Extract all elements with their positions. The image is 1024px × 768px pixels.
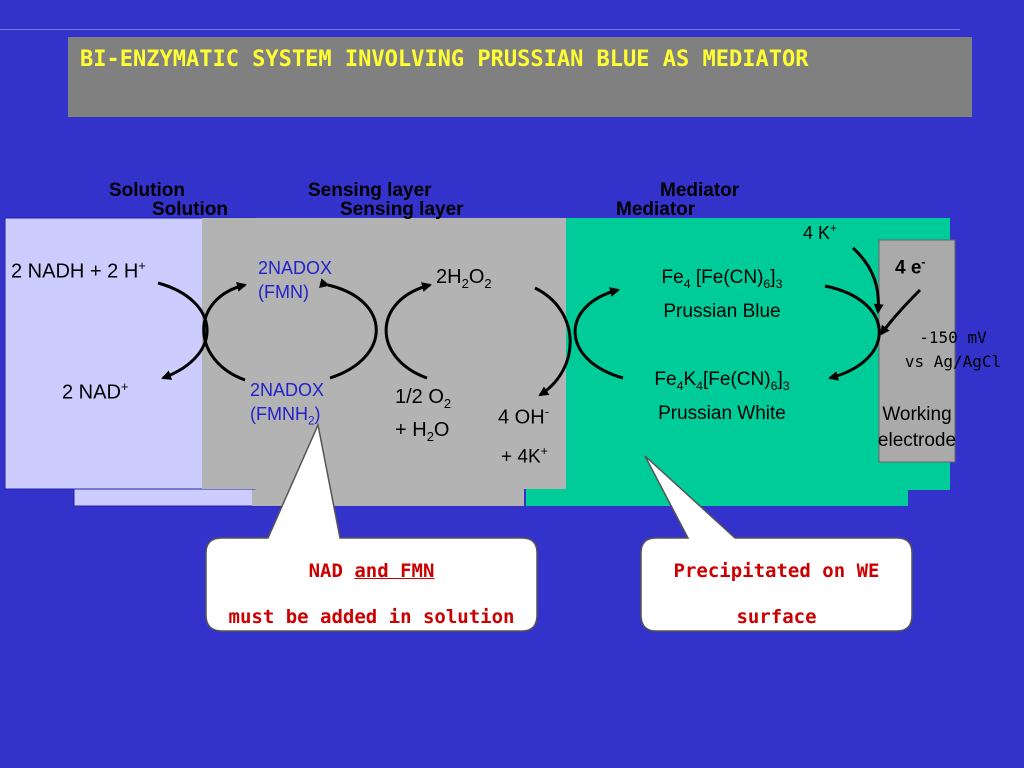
species-prussian-blue: Fe4 [Fe(CN)6]3 Prussian Blue [661,267,783,322]
electrode-panel [878,239,956,463]
species-nadh: 2 NADH + 2 H+ [11,258,146,283]
arrow-fmn-to-fmnh2 [319,278,378,380]
title-box [68,37,972,117]
species-k-plus: + 4K+ [501,444,548,468]
arrow-pb-to-pw [824,284,881,381]
sensing-panel [202,218,566,489]
species-oh: 4 OH- [498,404,550,429]
arrow-o2-to-h2o2 [384,282,432,380]
header-solution-shadow: Solution [152,199,228,220]
species-prussian-white: Fe4K4[Fe(CN)6]3 Prussian White [654,369,790,424]
species-nadox-fmn: 2NADOX(FMN) [258,258,333,302]
species-nadox-fmnh2: 2NADOX(FMNH2) [250,380,325,428]
species-o2-h2o: 1/2 O2+ H2O [395,386,452,444]
electrons-4e: 4 e- [895,255,926,279]
header-solution: Solution [109,180,185,201]
species-nad: 2 NAD+ [62,379,129,404]
species-4k: 4 K+ [803,222,837,243]
arrow-nadh-to-nad [157,281,209,380]
header-sensing-layer-shadow: Sensing layer [340,199,464,220]
arrow-e-in [879,288,922,336]
callout-right-text: Precipitated on WE surface [673,560,880,628]
callout-left-bubble [205,422,538,632]
top-rule [0,29,960,30]
callout-right-bubble [640,455,913,632]
slide-title: BI-ENZYMATIC SYSTEM INVOLVING PRUSSIAN B… [80,47,809,72]
arrow-h2o2-to-oh [534,286,572,397]
arrow-pw-to-pb [573,287,624,380]
header-sensing-layer: Sensing layer [308,180,432,201]
species-h2o2: 2H2O2 [436,266,492,291]
callout-left-text: NAD and FMN must be added in solution [228,560,515,628]
header-mediator: Mediator [660,180,740,201]
arrow-fmnh2-to-fmn [202,281,247,382]
arrow-k-in [851,246,884,314]
header-mediator-shadow: Mediator [616,199,696,220]
